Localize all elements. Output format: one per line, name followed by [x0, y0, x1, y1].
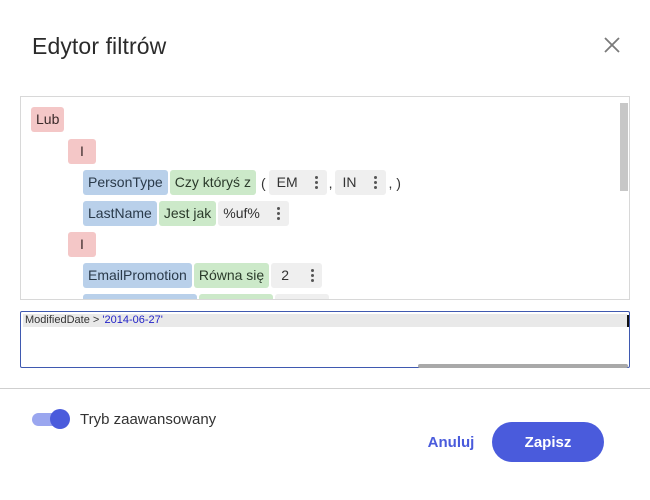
cancel-button[interactable]: Anuluj — [427, 433, 475, 451]
text-caret — [627, 315, 629, 327]
expression-line[interactable]: ModifiedDate > '2014-06-27' — [23, 314, 629, 327]
condition-chip[interactable]: Jest jak — [158, 201, 217, 226]
filter-tree-editor[interactable]: Lub I PersonType Czy któryś z ( EM , IN … — [20, 96, 630, 300]
value-chip[interactable]: 2 — [271, 263, 322, 288]
advanced-mode-toggle[interactable] — [32, 409, 72, 429]
condition-chip[interactable] — [199, 294, 273, 299]
horizontal-scrollbar[interactable] — [418, 364, 628, 368]
value-chip[interactable]: %uf% — [218, 201, 289, 226]
vertical-scrollbar[interactable] — [620, 103, 628, 191]
more-vert-icon[interactable] — [274, 201, 284, 226]
value-text: %uf% — [223, 205, 260, 221]
group-operator-chip[interactable]: I — [68, 139, 96, 164]
value-chip[interactable]: EM — [268, 170, 327, 195]
field-chip[interactable]: EmailPromotion — [83, 263, 192, 288]
toggle-thumb — [50, 409, 70, 429]
value-chip[interactable]: IN — [334, 170, 386, 195]
tree-row-condition-partial — [83, 294, 331, 299]
value-text: IN — [342, 174, 357, 190]
more-vert-icon[interactable] — [307, 263, 317, 288]
tree-row-group-1: I — [68, 139, 98, 164]
field-chip[interactable] — [83, 294, 197, 299]
value-chip[interactable] — [275, 294, 329, 299]
condition-chip[interactable]: Równa się — [193, 263, 270, 288]
condition-chip[interactable]: Czy któryś z — [169, 170, 256, 195]
dialog-title: Edytor filtrów — [32, 33, 167, 59]
footer-divider — [0, 388, 650, 389]
advanced-mode-label: Tryb zaawansowany — [80, 411, 217, 428]
tree-row-root: Lub — [31, 107, 66, 132]
value-text: EM — [276, 174, 298, 190]
expression-field: ModifiedDate — [25, 314, 90, 326]
close-icon — [604, 37, 620, 53]
save-button[interactable]: Zapisz — [492, 422, 604, 462]
more-vert-icon[interactable] — [312, 170, 322, 195]
open-paren: ( — [260, 174, 266, 191]
field-chip[interactable]: LastName — [83, 201, 157, 226]
expression-value: '2014-06-27' — [102, 314, 163, 326]
expression-operator: > — [89, 314, 103, 326]
expression-editor[interactable]: ModifiedDate > '2014-06-27' — [20, 311, 630, 368]
tree-row-condition: EmailPromotion Równa się 2 — [83, 263, 324, 288]
more-vert-icon[interactable] — [371, 170, 381, 195]
field-chip[interactable]: PersonType — [83, 170, 168, 195]
tree-row-condition: PersonType Czy któryś z ( EM , IN , ) — [83, 170, 401, 195]
tree-row-condition: LastName Jest jak %uf% — [83, 201, 291, 226]
root-operator-chip[interactable]: Lub — [31, 107, 65, 132]
value-separator: , — [328, 174, 333, 191]
group-operator-chip[interactable]: I — [68, 232, 96, 257]
close-paren: , ) — [388, 174, 401, 191]
value-text: 2 — [281, 267, 289, 283]
tree-row-group-2: I — [68, 232, 98, 257]
close-button[interactable] — [598, 31, 626, 59]
